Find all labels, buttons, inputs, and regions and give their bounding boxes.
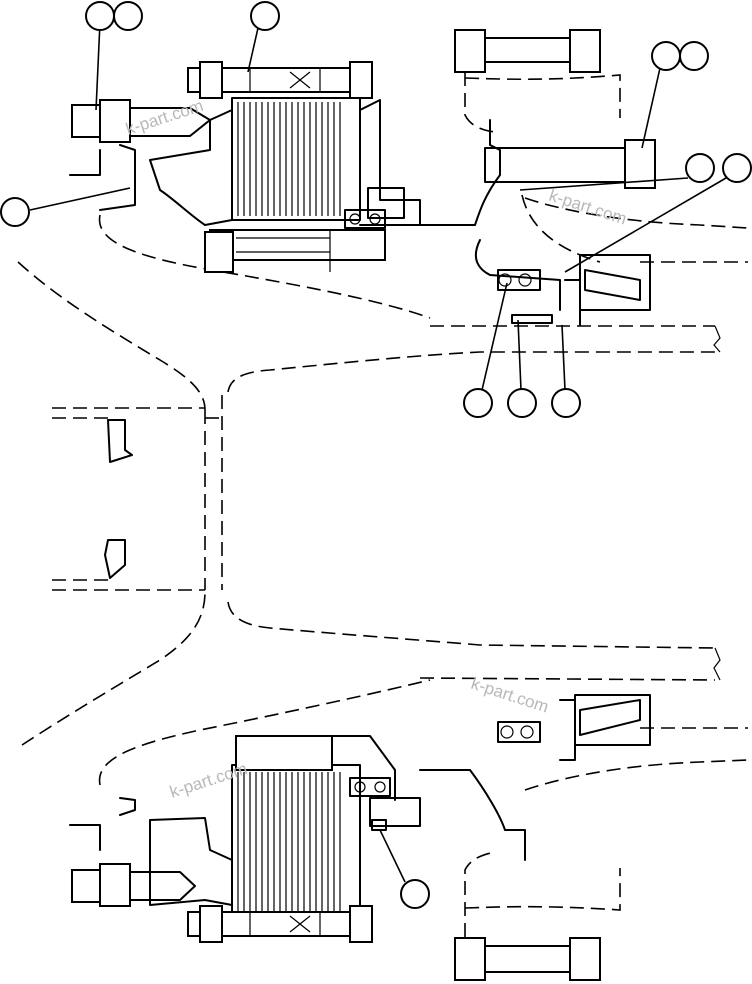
callout-2: [113, 1, 143, 31]
callout-5: [641, 41, 681, 149]
callout-11: [551, 324, 581, 418]
watermark-3: k-part.com: [469, 674, 551, 717]
callouts: [0, 1, 752, 909]
watermark-2: k-part.com: [547, 186, 629, 229]
housing-outline: [17, 30, 749, 958]
callout-6: [679, 41, 709, 71]
callout-1: [85, 1, 115, 111]
callout-4: [0, 187, 131, 227]
center-pinion: [104, 419, 133, 579]
watermarks: k-part.com k-part.com k-part.com k-part.…: [123, 96, 629, 802]
watermark-4: k-part.com: [167, 759, 249, 802]
callout-9: [463, 282, 508, 418]
callout-8: [564, 153, 752, 273]
lower-brake-assembly: [69, 694, 651, 981]
friction-disc-stack-lower: [237, 772, 341, 912]
callout-12: [379, 829, 430, 909]
friction-disc-stack-upper: [237, 102, 341, 216]
callout-3: [247, 1, 280, 73]
callout-7: [519, 153, 715, 191]
callout-10: [507, 319, 537, 418]
upper-brake-assembly: [69, 29, 656, 326]
